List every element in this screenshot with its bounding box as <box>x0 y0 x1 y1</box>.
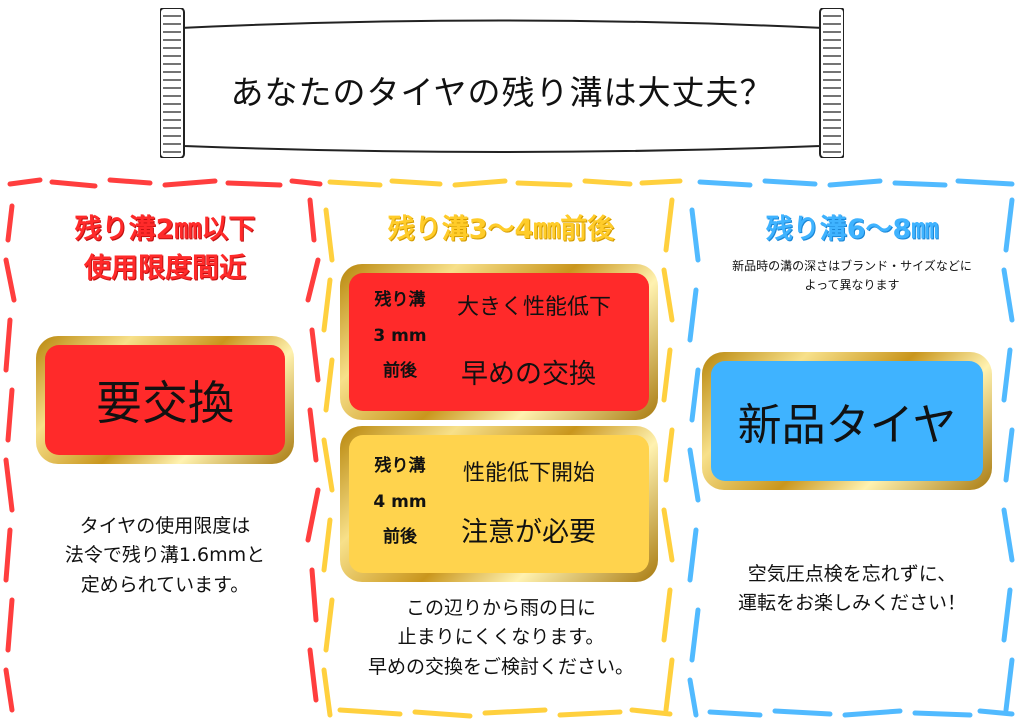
mid-box-4mm-main1: 性能低下開始 <box>463 461 596 486</box>
mid-box-3mm-inner: 残り溝 3 mm 前後 大きく性能低下 早めの交換 <box>349 273 649 411</box>
left-note-line3: 定められています。 <box>80 573 250 596</box>
right-note: 空気圧点検を忘れずに、 運転をお楽しみください！ <box>696 560 1008 619</box>
middle-note-line2: 止まりにくくなります。 <box>397 626 605 649</box>
middle-note-line3: 早めの交換をご検討ください。 <box>367 655 634 678</box>
mid-box-4mm: 残り溝 4 mm 前後 性能低下開始 注意が必要 <box>340 426 658 582</box>
replace-box-inner: 要交換 <box>45 345 285 455</box>
middle-heading: 残り溝3～4㎜前後 <box>387 214 615 245</box>
right-note-line1: 空気圧点検を忘れずに、 <box>747 563 957 585</box>
replace-box: 要交換 <box>36 336 294 464</box>
middle-note: この辺りから雨の日に 止まりにくくなります。 早めの交換をご検討ください。 <box>332 594 670 682</box>
right-note-line2: 運転をお楽しみください！ <box>737 592 966 615</box>
mid-box-3mm-side2: 3 mm <box>373 325 427 346</box>
mid-box-3mm: 残り溝 3 mm 前後 大きく性能低下 早めの交換 <box>340 264 658 420</box>
new-tire-box: 新品タイヤ <box>702 352 992 490</box>
left-note: タイヤの使用限度は 法令で残り溝1.6mmと 定められています。 <box>20 512 310 600</box>
mid-box-3mm-side3: 前後 <box>383 361 417 382</box>
right-subnote-line1: 新品時の溝の深さはブランド・サイズなどに <box>732 259 972 274</box>
left-heading-line2: 使用限度間近 <box>84 253 246 285</box>
mid-box-3mm-side1: 残り溝 <box>374 290 426 310</box>
crayon-frame <box>3 177 1015 719</box>
new-tire-label: 新品タイヤ <box>737 400 957 451</box>
mid-box-4mm-main2: 注意が必要 <box>461 517 596 548</box>
middle-column: 残り溝3～4㎜前後 <box>332 210 670 249</box>
right-column: 残り溝6～8㎜ 新品時の溝の深さはブランド・サイズなどに よって異なります <box>696 210 1008 296</box>
mid-box-3mm-main2: 早めの交換 <box>461 359 596 390</box>
page-title: あなたのタイヤの残り溝は大丈夫？ <box>230 73 774 112</box>
left-note-line1: タイヤの使用限度は <box>79 515 251 537</box>
right-subnote-line2: よって異なります <box>804 278 900 293</box>
left-note-line2: 法令で残り溝1.6mmと <box>64 544 266 567</box>
middle-note-line1: この辺りから雨の日に <box>405 597 596 619</box>
replace-label: 要交換 <box>96 376 234 430</box>
mid-box-3mm-main1: 大きく性能低下 <box>457 295 612 320</box>
mid-box-4mm-inner: 残り溝 4 mm 前後 性能低下開始 注意が必要 <box>349 435 649 573</box>
left-column: 残り溝2㎜以下 使用限度間近 <box>20 210 310 288</box>
title-banner: あなたのタイヤの残り溝は大丈夫？ <box>160 8 844 158</box>
mid-box-4mm-side: 残り溝 4 mm 前後 <box>357 449 443 556</box>
left-heading-line1: 残り溝2㎜以下 <box>74 214 256 245</box>
new-tire-box-inner: 新品タイヤ <box>711 361 983 481</box>
mid-box-4mm-side3: 前後 <box>383 527 417 548</box>
scroll-graphic <box>160 8 844 158</box>
right-subnote: 新品時の溝の深さはブランド・サイズなどに よって異なります <box>696 257 1008 295</box>
mid-box-4mm-side2: 4 mm <box>373 491 427 512</box>
mid-box-4mm-side1: 残り溝 <box>374 456 426 476</box>
mid-box-3mm-side: 残り溝 3 mm 前後 <box>357 283 443 390</box>
right-heading: 残り溝6～8㎜ <box>765 214 939 245</box>
